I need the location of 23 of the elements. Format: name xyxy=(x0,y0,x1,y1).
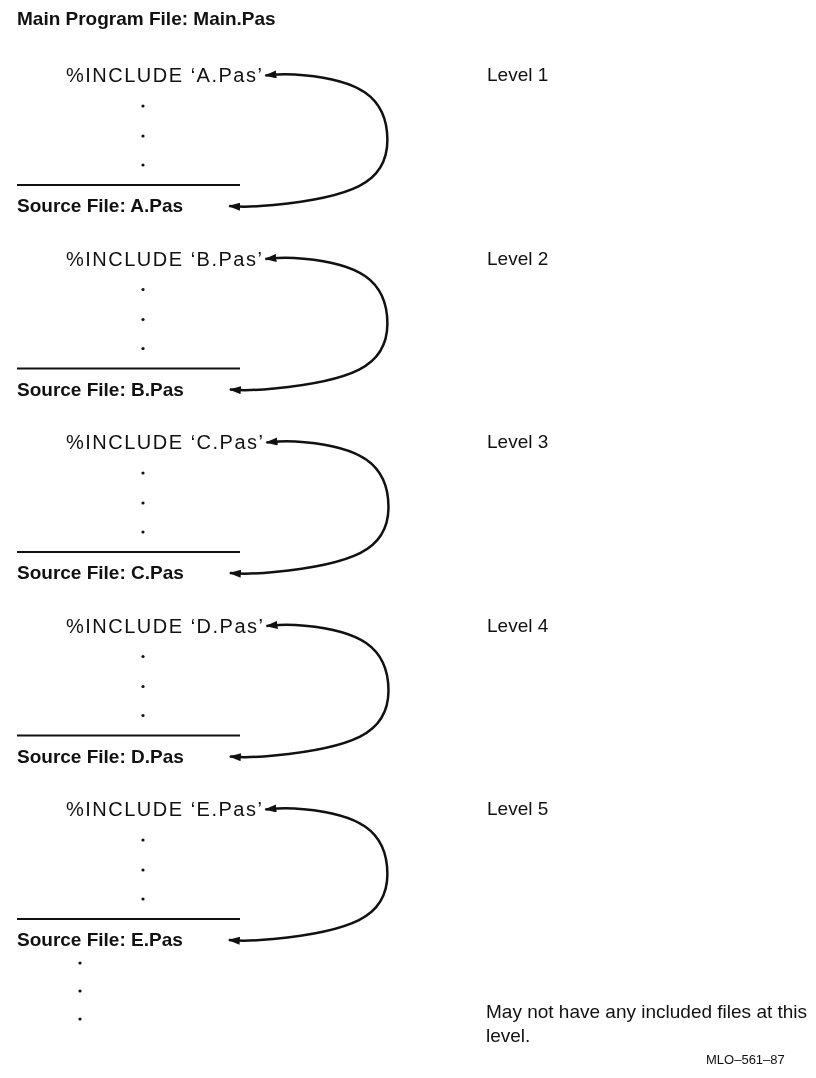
source-file-label: Source File: D.Pas xyxy=(17,745,184,768)
note-text: May not have any included files at this level. xyxy=(486,1000,809,1048)
figure-number: MLO–561–87 xyxy=(706,1052,785,1067)
include-directive: %INCLUDE ‘E.Pas’ xyxy=(66,798,264,821)
curved-arrow xyxy=(227,804,389,945)
include-directive: %INCLUDE ‘C.Pas’ xyxy=(66,431,265,454)
curved-arrow xyxy=(228,70,389,211)
source-file-label: Source File: C.Pas xyxy=(17,562,184,584)
heading: Main Program File: Main.Pas xyxy=(17,8,276,30)
curved-arrow xyxy=(228,620,390,762)
level-label: Level 3 xyxy=(487,431,549,453)
include-directive: %INCLUDE ‘D.Pas’ xyxy=(66,614,265,638)
include-directive: %INCLUDE ‘B.Pas’ xyxy=(66,247,264,271)
source-file-label: Source File: B.Pas xyxy=(17,378,184,401)
source-file-label: Source File: E.Pas xyxy=(17,929,183,951)
level-label: Level 2 xyxy=(487,247,549,270)
curved-arrow xyxy=(228,437,390,578)
level-label: Level 5 xyxy=(487,798,549,820)
curved-arrow xyxy=(228,253,389,395)
level-label: Level 4 xyxy=(487,614,549,637)
include-directive: %INCLUDE ‘A.Pas’ xyxy=(66,64,264,87)
level-label: Level 1 xyxy=(487,64,549,86)
source-file-label: Source File: A.Pas xyxy=(17,195,184,217)
